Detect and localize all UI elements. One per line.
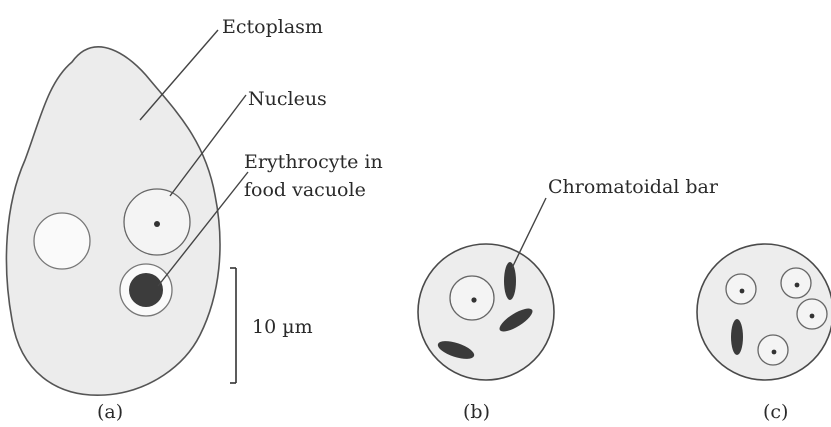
erythrocyte [129, 273, 163, 307]
erythrocyte-label-line2: food vacuole [244, 179, 366, 201]
cyst-c-karyosome-4 [772, 350, 777, 355]
panel-b-cyst: Chromatoidal bar (b) [418, 176, 719, 423]
nucleus-label: Nucleus [248, 88, 327, 110]
chromatoidal-bar-label: Chromatoidal bar [548, 176, 719, 198]
cyst-c-karyosome-1 [740, 289, 745, 294]
cyst-c-karyosome-2 [795, 283, 800, 288]
panel-a-trophozoite: Ectoplasm Nucleus Erythrocyte in food va… [6, 16, 382, 423]
erythrocyte-label-line1: Erythrocyte in [244, 151, 383, 173]
cyst-c-karyosome-3 [810, 314, 815, 319]
karyosome [154, 221, 160, 227]
chromatoidal-bar-4 [731, 319, 743, 355]
panel-a-label: (a) [97, 401, 123, 423]
panel-b-label: (b) [463, 401, 490, 423]
cyst-b-nucleus [450, 276, 494, 320]
ectoplasm-leader-line [140, 30, 218, 120]
chromatoidal-bar-1 [504, 262, 516, 300]
cyst-b-karyosome [471, 297, 476, 302]
contractile-vacuole [34, 213, 90, 269]
panel-c-label: (c) [763, 401, 788, 423]
panel-c-cyst: (c) [697, 244, 831, 423]
chromatoidal-bar-leader-line [512, 198, 546, 268]
scale-bar [230, 268, 236, 383]
scale-label: 10 µm [252, 316, 313, 338]
ectoplasm-label: Ectoplasm [222, 16, 323, 38]
